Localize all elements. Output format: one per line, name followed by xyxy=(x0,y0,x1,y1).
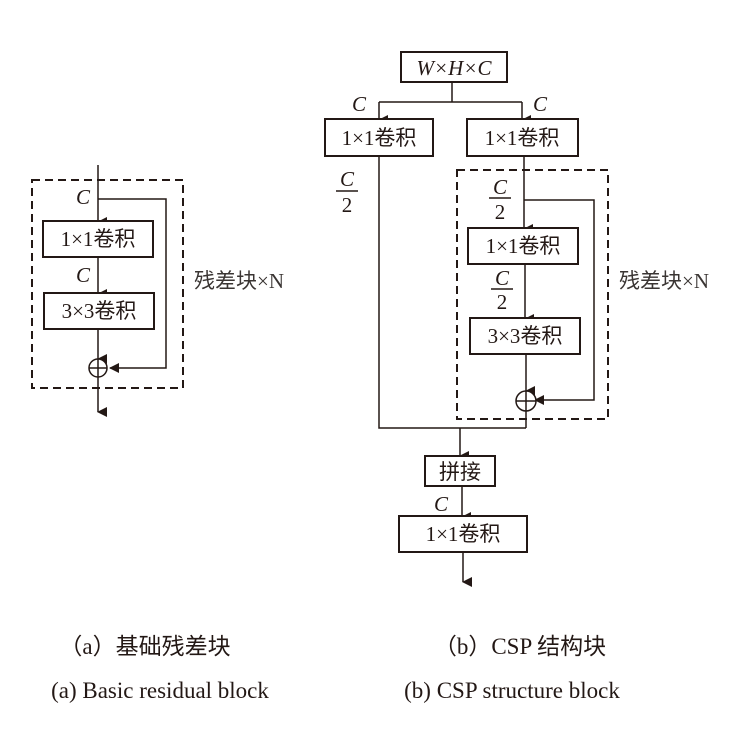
add-operator-icon xyxy=(88,358,108,378)
inner-half-channel-label-1: C 2 xyxy=(489,175,511,224)
svg-text:2: 2 xyxy=(497,290,508,314)
inner-skip-connection xyxy=(524,199,595,405)
svg-text:2: 2 xyxy=(495,200,506,224)
inner-conv3x3-label: 3×3卷积 xyxy=(488,324,563,348)
inner-conv3x3-box xyxy=(469,317,581,355)
inner-conv1x1-box xyxy=(467,227,579,265)
svg-text:C: C xyxy=(340,167,355,191)
output-channel-label: C xyxy=(434,492,449,516)
input-shape-box xyxy=(400,51,508,83)
residual-block-boundary xyxy=(456,169,609,420)
right-channel-label: C xyxy=(533,92,548,116)
caption-b-zh: （b）CSP 结构块 xyxy=(434,634,606,659)
concat-box xyxy=(424,455,496,487)
bypass-line xyxy=(378,156,526,429)
figure-b-csp-structure-block: W×H×C C C 1×1卷积 1×1卷积 C 2 C 2 1×1卷积 xyxy=(324,51,709,587)
inner-half-channel-label-2: C 2 xyxy=(491,266,513,314)
left-conv1x1-box xyxy=(324,118,434,157)
svg-text:C: C xyxy=(495,266,510,290)
output-conv1x1-box xyxy=(398,515,528,553)
caption-b-en: (b) CSP structure block xyxy=(404,678,620,703)
output-conv1x1-label: 1×1卷积 xyxy=(426,522,501,546)
residual-block-boundary xyxy=(31,179,184,389)
right-conv1x1-box xyxy=(466,118,579,157)
add-operator-icon xyxy=(515,390,537,412)
conv3x3-box xyxy=(43,292,155,330)
left-half-channel-label: C 2 xyxy=(336,167,358,217)
residual-repeat-label: 残差块×N xyxy=(619,269,709,293)
input-shape-label: W×H×C xyxy=(416,56,492,80)
concat-label: 拼接 xyxy=(439,460,481,484)
svg-text:C: C xyxy=(493,175,508,199)
caption-a-en: (a) Basic residual block xyxy=(51,678,269,703)
channel-label-1: C xyxy=(76,185,91,209)
channel-label-2: C xyxy=(76,263,91,287)
inner-conv1x1-label: 1×1卷积 xyxy=(486,234,561,258)
conv3x3-label: 3×3卷积 xyxy=(62,299,137,323)
skip-connection xyxy=(98,198,167,373)
left-conv1x1-label: 1×1卷积 xyxy=(342,126,417,150)
left-channel-label: C xyxy=(352,92,367,116)
conv1x1-box xyxy=(42,220,154,258)
svg-text:2: 2 xyxy=(342,193,353,217)
conv1x1-label: 1×1卷积 xyxy=(61,227,136,251)
caption-a-zh: （a）基础残差块 xyxy=(59,634,230,659)
residual-repeat-label: 残差块×N xyxy=(194,269,284,293)
right-conv1x1-label: 1×1卷积 xyxy=(485,126,560,150)
figure-a-basic-residual-block: C 1×1卷积 C 3×3卷积 残差块×N xyxy=(31,165,284,417)
